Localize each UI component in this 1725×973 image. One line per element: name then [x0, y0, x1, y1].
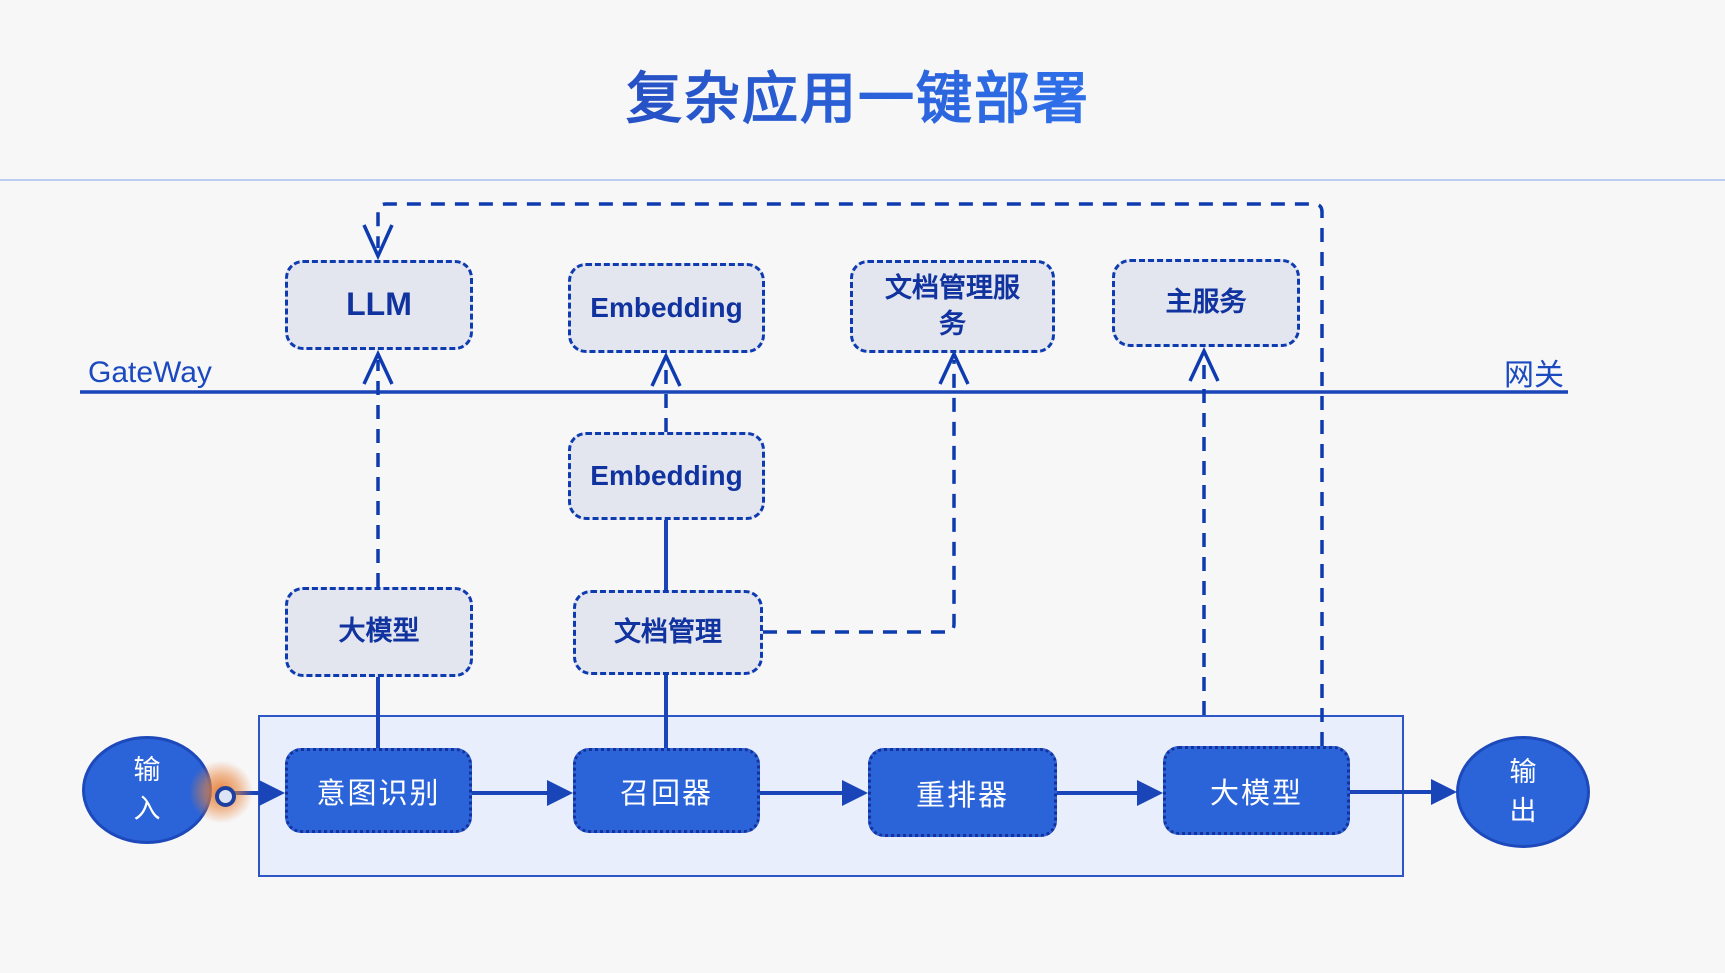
node-llm-model-label: 大模型 [338, 616, 420, 647]
arrowhead-up-docservice [938, 349, 970, 385]
node-doc-management: 文档管理 [573, 590, 763, 675]
node-main-service: 主服务 [1112, 259, 1300, 347]
arrowhead-up-embedding [650, 351, 682, 387]
gateway-right-label: 网关 [1504, 359, 1564, 392]
node-embedding-service-label: Embedding [590, 291, 743, 323]
arrowhead-up-llm [362, 349, 394, 385]
input-terminal-label: 输入 [133, 754, 161, 824]
pipeline-step-rerank: 重排器 [868, 748, 1057, 837]
pipeline-step-recall: 召回器 [573, 748, 760, 833]
arrowhead-rerank [842, 780, 868, 806]
input-terminal: 输入 [82, 736, 212, 844]
node-llm-service: LLM [285, 260, 473, 350]
pipeline-step-intent: 意图识别 [285, 748, 472, 833]
arrowhead-model [1137, 780, 1163, 806]
gateway-left-label: GateWay [88, 356, 212, 389]
pipeline-step-rerank-label: 重排器 [915, 779, 1009, 812]
arrowhead-recall [547, 780, 573, 806]
arrowhead-output [1431, 779, 1457, 805]
input-connection-dot [215, 786, 236, 807]
arrowhead-intent [259, 780, 285, 806]
output-terminal-label: 输出 [1509, 756, 1537, 826]
node-doc-management-label: 文档管理 [614, 616, 722, 647]
title-divider [0, 179, 1725, 181]
connector-docmgmt-to-docservice-dashed [763, 360, 956, 634]
node-embedding-mid-label: Embedding [590, 459, 743, 491]
arrowhead-up-mainservice [1188, 346, 1220, 382]
node-embedding-mid: Embedding [568, 432, 765, 520]
node-llm-model: 大模型 [285, 587, 473, 677]
pipeline-step-recall-label: 召回器 [619, 777, 713, 810]
pipeline-step-model: 大模型 [1163, 746, 1350, 835]
pipeline-step-intent-label: 意图识别 [316, 777, 441, 810]
arrowhead-down-llm [362, 224, 394, 261]
node-main-service-label: 主服务 [1165, 287, 1247, 318]
node-doc-management-service-label: 文档管理服务 [885, 273, 1020, 339]
node-llm-service-label: LLM [346, 286, 412, 323]
page-title: 复杂应用一键部署 [626, 54, 1090, 135]
node-embedding-service: Embedding [568, 263, 765, 353]
node-doc-management-service: 文档管理服务 [850, 260, 1055, 353]
pipeline-step-model-label: 大模型 [1209, 777, 1303, 810]
connector-model-to-llm-dashed [376, 202, 1324, 746]
output-terminal: 输出 [1456, 736, 1590, 848]
